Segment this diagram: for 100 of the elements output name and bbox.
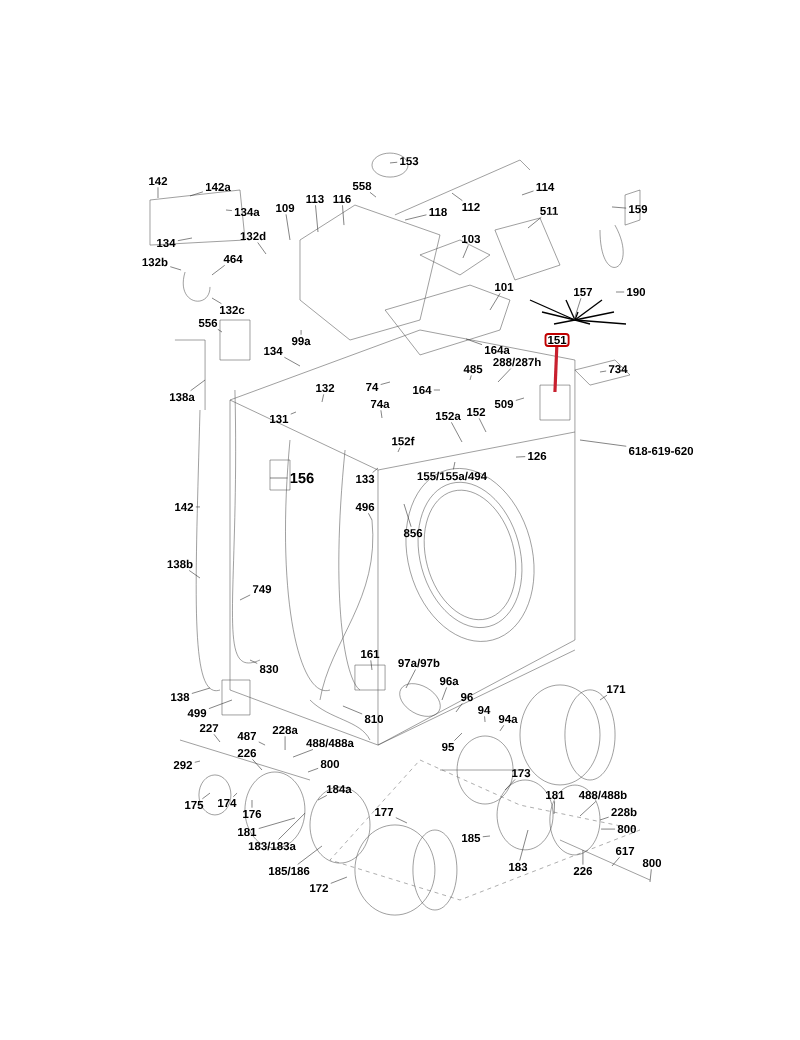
callout-number: 183/183a: [248, 841, 296, 851]
callout-number: 172: [310, 884, 329, 892]
leader-line: [451, 192, 463, 201]
leader-line: [300, 329, 302, 336]
leader-line: [284, 736, 286, 751]
callout-number: 496: [355, 502, 375, 511]
callout-number: 114: [536, 183, 555, 191]
leader-line: [213, 734, 221, 743]
callout-number: 74a: [370, 400, 390, 408]
callout-number: 617: [615, 846, 635, 855]
callout-number: 118: [429, 207, 447, 217]
callout-number: 113: [306, 194, 324, 203]
callout-number: 138: [171, 693, 190, 702]
callout-number: 132b: [142, 257, 168, 267]
callout-number: 558: [352, 181, 372, 191]
callout-number: 94a: [498, 714, 518, 723]
callout-number: 164: [413, 385, 432, 395]
leader-line: [190, 379, 206, 392]
callout-number: 152a: [435, 411, 461, 421]
leader-line: [317, 795, 328, 801]
leader-line: [342, 705, 363, 715]
callout-number: 138a: [170, 393, 195, 402]
leader-line: [372, 467, 379, 473]
leader-line: [285, 214, 291, 241]
callout-number: 132d: [240, 231, 266, 241]
callout-number: 142a: [206, 182, 231, 191]
leader-line: [489, 292, 501, 311]
callout-number: 800: [617, 825, 636, 834]
leader-line: [194, 760, 201, 763]
leader-line: [465, 338, 483, 345]
callout-number: 176: [243, 809, 262, 819]
leader-line: [553, 800, 555, 815]
leader-line: [297, 845, 323, 865]
callout-number: 96a: [439, 677, 459, 686]
leader-line: [649, 868, 652, 883]
leader-line: [269, 477, 288, 479]
leader-line: [600, 828, 616, 830]
callout-number: 183: [509, 862, 528, 871]
callout-number: 109: [276, 203, 295, 213]
leader-line: [290, 411, 297, 415]
callout-number: 156: [290, 472, 314, 484]
callout-number: 131: [270, 414, 289, 423]
leader-line: [330, 876, 348, 884]
leader-line: [157, 187, 159, 199]
leader-line: [380, 409, 383, 419]
callout-number: 142: [149, 177, 168, 186]
callout-number: 488/488b: [578, 790, 627, 800]
callout-number: 487: [237, 731, 256, 741]
leader-line: [499, 724, 505, 732]
leader-line: [202, 792, 211, 800]
callout-number: 177: [375, 808, 394, 816]
leader-line: [195, 506, 201, 508]
callout-number: 174: [218, 799, 237, 807]
leader-line: [169, 266, 182, 271]
callout-number: 133: [356, 474, 375, 483]
callout-number: 134a: [234, 207, 260, 217]
callout-number: 488/488a: [306, 738, 354, 748]
callout-number: 181: [238, 827, 257, 837]
leader-line: [257, 242, 267, 255]
leader-line: [252, 759, 263, 771]
callout-number: 485: [463, 365, 483, 374]
leader-line: [395, 817, 408, 824]
leader-line: [208, 699, 233, 709]
leader-line: [342, 204, 345, 226]
leader-line: [239, 594, 251, 601]
leader-line: [599, 370, 607, 373]
leader-line: [451, 422, 463, 443]
leader-line: [177, 237, 193, 241]
leader-line: [249, 659, 258, 664]
callout-number: 134: [264, 346, 283, 355]
leader-line: [217, 328, 223, 333]
callout-number: 184a: [326, 785, 352, 794]
leader-line: [251, 799, 253, 808]
callout-number: 175: [185, 801, 204, 810]
callout-number: 112: [462, 202, 480, 211]
leader-line: [191, 687, 211, 694]
leader-line: [315, 205, 319, 233]
callout-number: 171: [607, 685, 626, 693]
leader-line: [582, 849, 584, 865]
leader-line: [321, 394, 324, 403]
callout-number: 157: [574, 288, 592, 296]
leader-line: [519, 829, 529, 861]
callout-number-box: 151: [544, 333, 570, 347]
callout-number: 132c: [220, 305, 245, 315]
leader-line: [405, 669, 416, 689]
callout-number: 96: [460, 693, 473, 702]
callout-number: 800: [642, 858, 662, 867]
callout-number: 161: [361, 649, 380, 659]
callout-number: 464: [223, 254, 243, 263]
leader-line: [455, 703, 463, 713]
leader-line: [527, 216, 542, 229]
callout-number: 185/186: [269, 866, 310, 876]
leader-line: [211, 297, 222, 304]
leader-line: [225, 209, 233, 211]
callout-number: 159: [629, 205, 648, 214]
leader-line: [211, 264, 226, 276]
callout-number: 155/155a/494: [417, 471, 487, 481]
leader-line: [370, 660, 373, 671]
callout-number: 810: [364, 714, 384, 723]
leader-line: [258, 817, 296, 829]
